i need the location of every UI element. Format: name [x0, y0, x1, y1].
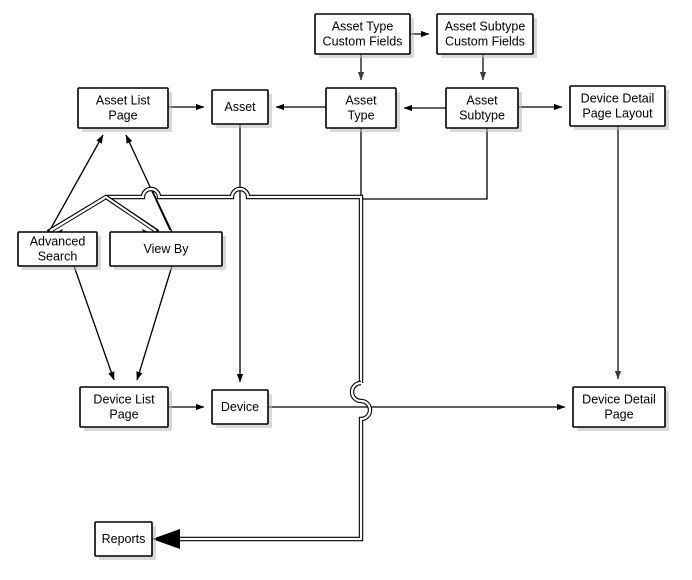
node-asset-type[interactable]: Asset Type	[325, 87, 400, 132]
node-view-by[interactable]: View By	[109, 231, 226, 270]
node-asset-type-custom-fields[interactable]: Asset Type Custom Fields	[314, 13, 414, 58]
node-advanced-search[interactable]: Advanced Search	[17, 231, 101, 270]
edge-view-by-to-device-list-page	[136, 265, 173, 381]
node-asset[interactable]: Asset	[211, 89, 272, 128]
bus-vertical-to-reports	[160, 380, 373, 542]
node-device-detail-page[interactable]: Device Detail Page	[572, 386, 669, 431]
node-asset-subtype-custom-fields[interactable]: Asset Subtype Custom Fields	[436, 13, 537, 58]
edges-layer	[33, 30, 622, 549]
edge-asset-subtype-bus-join	[362, 128, 488, 200]
node-device-detail-page-layout[interactable]: Device Detail Page Layout	[569, 85, 669, 130]
node-device-list-page[interactable]: Device List Page	[79, 386, 172, 431]
edge-advanced-search-to-device-list-page	[73, 265, 115, 381]
nodes-layer: Asset Type Custom Fields Asset Subtype C…	[17, 13, 669, 560]
bus-branch-view-by	[104, 195, 160, 234]
edge-advanced-search-to-asset-list-page	[49, 134, 104, 231]
node-reports[interactable]: Reports	[94, 521, 156, 560]
bus-branch-advanced-search	[46, 195, 108, 234]
arrowhead-reports	[152, 529, 180, 549]
node-device[interactable]: Device	[211, 389, 272, 428]
node-asset-subtype[interactable]: Asset Subtype	[445, 87, 522, 132]
node-asset-list-page[interactable]: Asset List Page	[77, 87, 172, 132]
edge-view-by-to-asset-list-page	[125, 134, 171, 231]
bus-horizontal	[105, 186, 364, 383]
